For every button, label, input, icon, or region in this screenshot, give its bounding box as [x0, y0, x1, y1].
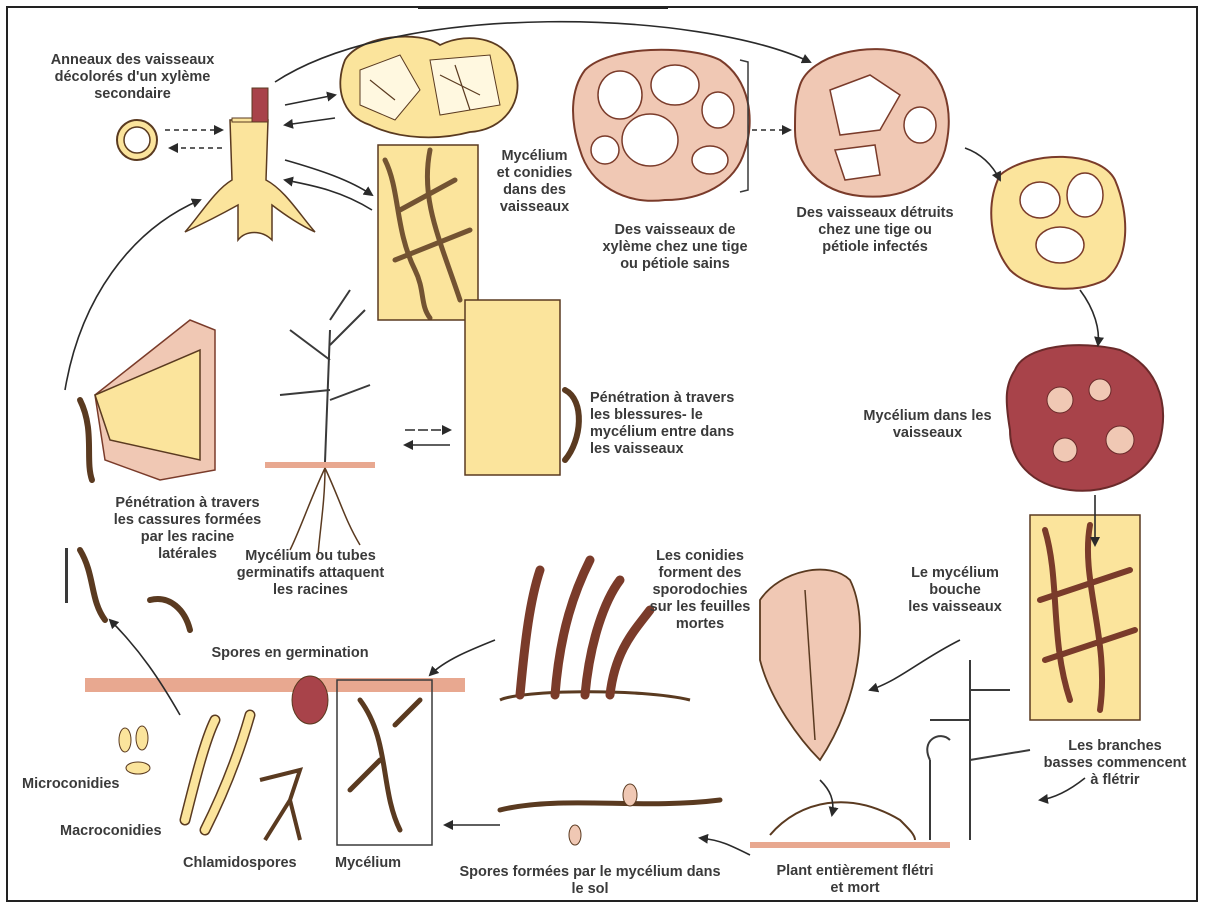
label-microconidia: Microconidies [22, 776, 172, 793]
vessel-blocked-illustration [1030, 515, 1140, 720]
xylem-ring-cross-section [117, 120, 157, 160]
label-chlamydospores: Chlamidospores [183, 855, 333, 872]
dead-plant-illustration [750, 802, 950, 848]
root-stem-illustration [185, 88, 315, 240]
disintegrating-vessels [991, 157, 1125, 289]
top-bar [418, 6, 668, 9]
infected-cells-illustration [340, 37, 517, 138]
label-destroyed-vessels: Des vaisseaux détruits chez une tige ou … [770, 205, 980, 256]
label-rings: Anneaux des vaisseaux décolorés d'un xyl… [15, 52, 250, 103]
microconidia-illustration [119, 726, 150, 774]
mycelium-infected-vessels [1007, 345, 1163, 491]
dead-leaf-illustration [760, 570, 860, 760]
wilting-plant-illustration [927, 660, 1030, 840]
mycelium-box-illustration [337, 680, 432, 845]
label-macroconidia: Macroconidies [60, 823, 200, 840]
vessel-hyphae-illustration-upper [378, 145, 478, 320]
healthy-xylem-cross-section [573, 50, 750, 201]
macroconidia-illustration [185, 715, 250, 830]
wound-penetration-illustration [465, 300, 579, 475]
arrow-plant-to-soil [700, 838, 750, 855]
arrow-sporodochia-to-spores [430, 640, 495, 675]
arrow-stem-to-cells [285, 95, 335, 105]
arrow-leaf-to-plant [820, 780, 833, 815]
root-crack-penetration-illustration [80, 320, 215, 480]
arrow-to-dead-leaf [870, 640, 960, 690]
label-healthy-xylem: Des vaisseaux de xylème chez une tige ou… [575, 222, 775, 273]
chlamydospores-illustration [260, 676, 328, 840]
arrow-vessel-to-stem [285, 180, 372, 210]
label-plant-dead: Plant entièrement flétri et mort [745, 863, 965, 897]
label-mycelium-germ-tubes: Mycélium ou tubes germinatifs attaquent … [218, 548, 403, 599]
label-mycelium: Mycélium [335, 855, 435, 872]
arrow-conidia-to-germinating [110, 620, 180, 715]
soil-mycelium-illustration [500, 784, 720, 845]
label-mycelium-conidia-vessels: Mycélium et conidies dans des vaisseaux [487, 148, 582, 216]
label-spores-soil: Spores formées par le mycélium dans le s… [440, 864, 740, 898]
label-germinating-spores: Spores en germination [170, 645, 410, 662]
destroyed-vessels-cross-section [795, 49, 949, 197]
label-wound-penetration: Pénétration à travers les blessures- le … [590, 390, 800, 458]
label-lower-branches: Les branches basses commencent à flétrir [1030, 738, 1200, 789]
arrow-cells-to-stem [285, 118, 335, 125]
arrow-to-infected-vessels [1080, 290, 1098, 345]
label-mycelium-blocks: Le mycélium bouche les vaisseaux [885, 565, 1025, 616]
label-conidia-sporodochia: Les conidies forment des sporodochies su… [625, 548, 775, 633]
label-mycelium-in-vessels: Mycélium dans les vaisseaux [835, 408, 1020, 442]
arrow-destroyed-to-disintegrated [965, 148, 1000, 180]
